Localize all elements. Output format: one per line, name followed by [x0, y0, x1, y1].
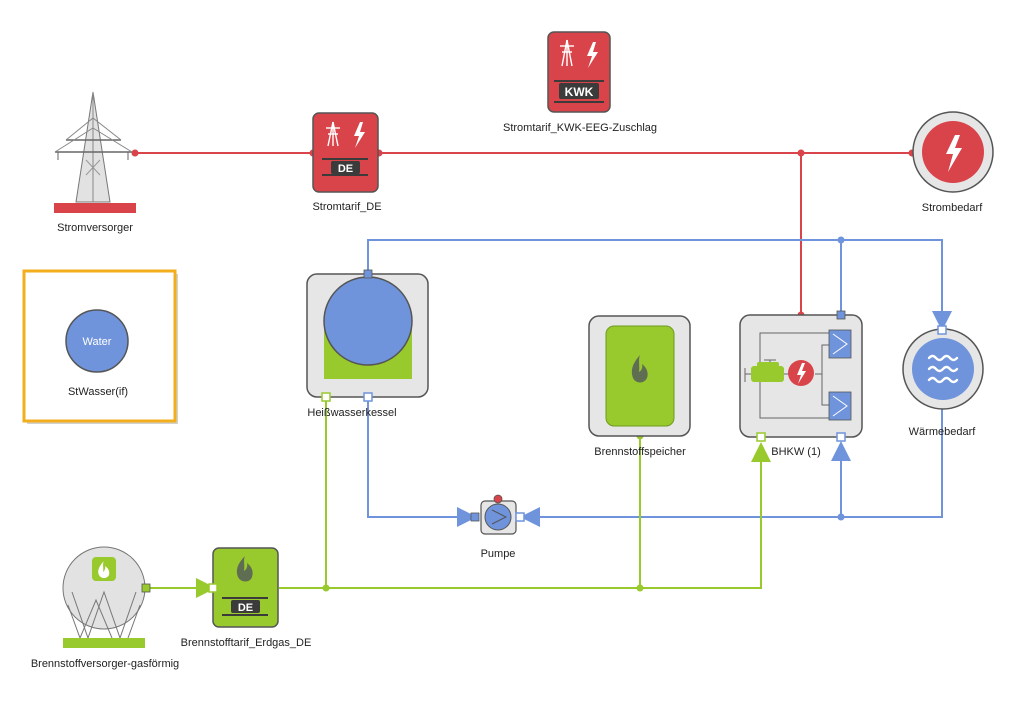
port-heat-out: [363, 269, 373, 279]
port-fuel-in: [208, 583, 218, 593]
label-heisswasserkessel: Heißwasserkessel: [307, 407, 397, 419]
tariff-badge: [331, 161, 360, 174]
port-heat-in: [363, 392, 373, 402]
heisswasserkessel[interactable]: [306, 269, 429, 402]
port-heat-in: [937, 325, 947, 335]
power-pylon-icon: [54, 91, 133, 203]
heat-exchanger-icon: [828, 391, 852, 421]
tariff-stripe: [222, 614, 268, 616]
heat-line-supply[interactable]: [367, 239, 952, 331]
stwasser-node[interactable]: Water: [22, 269, 178, 424]
gas-tank-icon: [62, 546, 151, 640]
pump-icon: [484, 503, 512, 531]
connection-node: [636, 584, 644, 592]
heat-waves-icon: [927, 354, 959, 384]
connection-node: [837, 236, 845, 244]
label-bhkw: BHKW (1): [771, 446, 821, 458]
connection-node: [797, 149, 805, 157]
tariff-stripe: [554, 80, 604, 82]
connection-node: [837, 513, 845, 521]
port-fuel-out: [141, 583, 151, 593]
electric-connections: [135, 152, 912, 316]
heat-line-return-demand[interactable]: [520, 407, 943, 527]
tariff-badge: [559, 83, 599, 99]
heat-exchanger-icon: [828, 329, 852, 359]
label-stwasser: StWasser(if): [67, 386, 129, 398]
tariff-badge-text: DE: [238, 602, 253, 614]
port-fuel-in: [756, 432, 766, 442]
tariff-stripe: [222, 597, 268, 599]
fuel-line-main[interactable]: [279, 442, 771, 589]
lightning-icon: [946, 135, 962, 172]
bhkw-internal-lines: [744, 332, 830, 419]
power-port: [493, 494, 503, 504]
label-waermebedarf: Wärmebedarf: [908, 426, 976, 438]
connection-node: [322, 584, 330, 592]
engine-icon: [751, 366, 784, 382]
flame-icon: [236, 556, 253, 582]
label-pumpe: Pumpe: [480, 548, 516, 560]
bhkw[interactable]: [739, 310, 863, 442]
heat-connections: [367, 239, 952, 527]
brennstoffversorger-gasfoermig[interactable]: [62, 546, 151, 648]
lightning-icon: [354, 122, 365, 148]
label-brennstofftarif: Brennstofftarif_Erdgas_DE: [180, 637, 312, 649]
connection-node: [131, 149, 139, 157]
waermebedarf[interactable]: [902, 325, 984, 410]
label-brennstoffspeicher: Brennstoffspeicher: [594, 446, 686, 458]
tariff-badge-text: DE: [338, 163, 353, 175]
pylon-icon: [560, 39, 574, 67]
label-stromtarif-kwk: Stromtarif_KWK-EEG-Zuschlag: [502, 122, 658, 134]
label-brennstoffversorger: Brennstoffversorger-gasförmig: [30, 658, 180, 670]
port-heat-out: [836, 310, 846, 320]
stromtarif-kwk[interactable]: KWK: [547, 31, 611, 113]
strombedarf[interactable]: [912, 111, 994, 193]
stromtarif-de[interactable]: DE: [312, 112, 379, 193]
brennstoffspeicher[interactable]: [588, 315, 691, 437]
tariff-badge: [231, 600, 260, 613]
ground-bar: [63, 638, 145, 648]
label-stromtarif-de: Stromtarif_DE: [312, 201, 382, 213]
port-out: [515, 512, 525, 522]
tariff-stripe: [322, 158, 368, 160]
stromversorger[interactable]: [54, 91, 136, 213]
port-heat-in: [836, 432, 846, 442]
heat-line-return-kessel[interactable]: [367, 398, 477, 527]
label-strombedarf: Strombedarf: [921, 202, 983, 214]
ground-bar: [54, 203, 136, 213]
port-fuel-in: [321, 392, 331, 402]
label-stromversorger: Stromversorger: [57, 222, 133, 234]
fuel-connections: [146, 398, 771, 598]
boiler-tank-icon: [323, 276, 413, 366]
water-medium-text: Water: [83, 336, 112, 348]
lightning-icon: [587, 42, 598, 68]
pylon-icon: [326, 121, 340, 147]
water-medium-icon: [65, 309, 129, 373]
port-in: [470, 512, 480, 522]
tariff-badge-text: KWK: [565, 85, 594, 99]
flame-icon: [631, 355, 648, 383]
tariff-stripe: [554, 101, 604, 103]
pumpe[interactable]: [470, 494, 525, 535]
brennstofftarif-erdgas-de[interactable]: DE: [208, 547, 279, 628]
tariff-stripe: [322, 174, 368, 176]
flame-icon: [98, 561, 110, 578]
